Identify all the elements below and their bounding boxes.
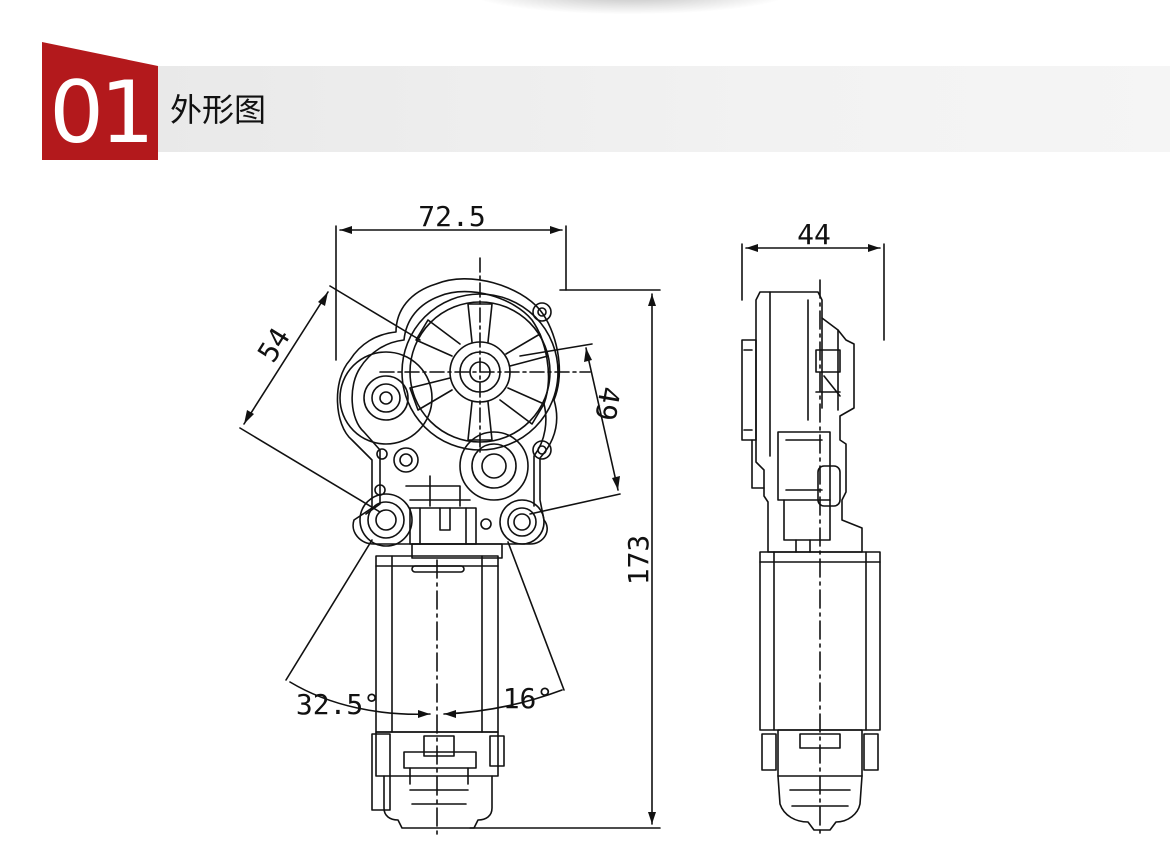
dim-width-front-label: 72.5: [418, 200, 485, 233]
dim-width-side-label: 44: [797, 218, 831, 251]
angle-right-label: 16°: [503, 682, 554, 715]
section-number: 01: [49, 63, 154, 163]
header-band: [158, 66, 1170, 152]
dim-54: 54: [239, 285, 421, 513]
section-number-badge: 01: [42, 42, 158, 160]
side-view: 44: [741, 218, 885, 837]
dim-diag-label: 54: [251, 322, 297, 368]
top-shadow: [470, 0, 790, 14]
dim-173: 173: [469, 289, 661, 829]
dim-offset-label: 49: [588, 384, 626, 423]
angle-left-label: 32.5°: [296, 688, 380, 721]
dim-49: 49: [519, 343, 627, 515]
badge-shape: [42, 42, 158, 160]
front-view: 72.5 173 54 49: [239, 200, 661, 837]
dim-72-5: 72.5: [335, 200, 567, 361]
section-title: 外形图: [170, 91, 267, 129]
dim-height-label: 173: [622, 535, 655, 586]
dim-44: 44: [741, 218, 885, 341]
